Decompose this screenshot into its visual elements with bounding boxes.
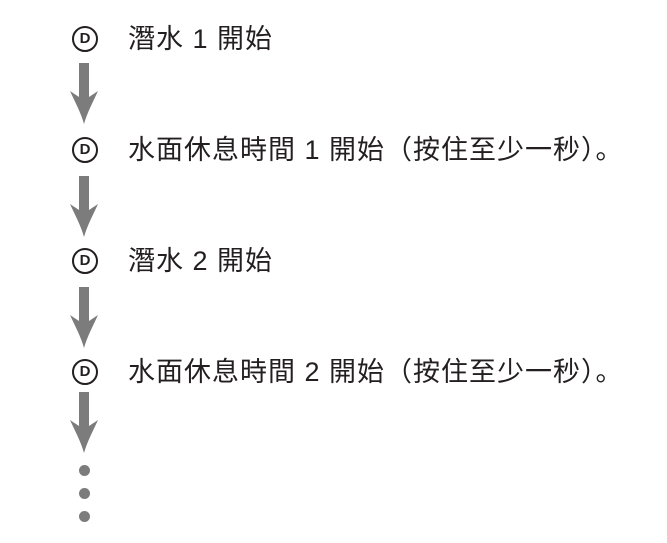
flow-step-surface-interval-2: D 水面休息時間 2 開始（按住至少一秒）。 [72, 358, 624, 386]
step-label: 潛水 2 開始 [128, 246, 274, 276]
arrow-down-shape [70, 176, 98, 237]
arrow-down-shape [70, 63, 98, 124]
d-button-icon: D [72, 137, 98, 163]
arrow-down-icon [70, 392, 98, 453]
arrow-down-icon [70, 176, 98, 237]
d-button-icon: D [72, 248, 98, 274]
step-label: 水面休息時間 2 開始（按住至少一秒）。 [128, 357, 624, 387]
continuation-ellipsis [79, 465, 90, 522]
arrow-down-icon [70, 63, 98, 124]
step-label: 水面休息時間 1 開始（按住至少一秒）。 [128, 135, 624, 165]
flow-step-dive-2: D 潛水 2 開始 [72, 247, 273, 275]
arrow-down-shape [70, 392, 98, 453]
ellipsis-dot [79, 465, 90, 476]
arrow-down-icon [70, 287, 98, 348]
flow-step-dive-1: D 潛水 1 開始 [72, 25, 273, 53]
arrow-down-shape [70, 287, 98, 348]
ellipsis-dot [79, 488, 90, 499]
flow-step-surface-interval-1: D 水面休息時間 1 開始（按住至少一秒）。 [72, 136, 624, 164]
ellipsis-dot [79, 511, 90, 522]
d-button-icon: D [72, 26, 98, 52]
d-button-icon: D [72, 359, 98, 385]
step-label: 潛水 1 開始 [128, 24, 274, 54]
